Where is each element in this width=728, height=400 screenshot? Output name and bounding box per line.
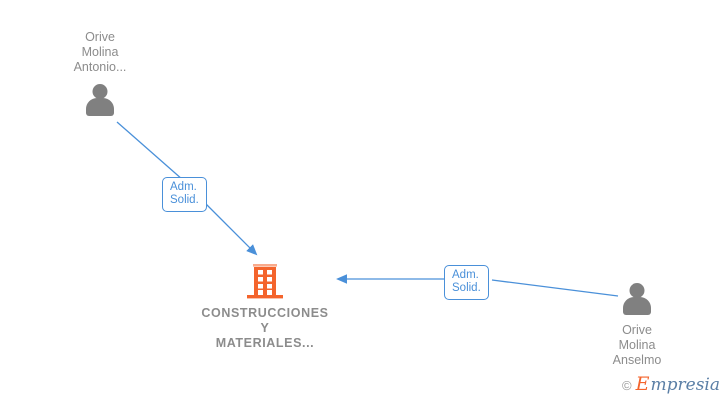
edge-label-right[interactable]: Adm. Solid. (444, 265, 489, 300)
edge-line-top-left-arrow (204, 202, 258, 256)
person-body-shape (86, 98, 114, 116)
node-company-center[interactable]: CONSTRUCCIONES Y MATERIALES... (190, 262, 340, 351)
edge-label-top-left[interactable]: Adm. Solid. (162, 177, 207, 212)
person-body-shape (623, 297, 651, 315)
building-icon (245, 262, 285, 300)
person-icon (82, 84, 118, 116)
copyright-icon: © (622, 378, 632, 393)
edge-line-right (491, 279, 619, 297)
edge-line-top-left (116, 121, 184, 181)
node-label-person-top-left: Orive Molina Antonio... (73, 30, 127, 74)
watermark-empresia: © E mpresia (622, 375, 720, 394)
brand-name: mpresia (650, 375, 721, 395)
person-head-shape (629, 283, 645, 298)
node-label-person-right: Orive Molina Anselmo (612, 323, 662, 367)
node-label-company: CONSTRUCCIONES Y MATERIALES... (201, 306, 329, 350)
person-head-shape (92, 84, 108, 99)
node-person-top-left[interactable]: Orive Molina Antonio... (60, 30, 140, 116)
person-icon (619, 283, 655, 315)
node-person-right[interactable]: Orive Molina Anselmo (593, 283, 681, 368)
brand-initial: E (635, 373, 650, 395)
